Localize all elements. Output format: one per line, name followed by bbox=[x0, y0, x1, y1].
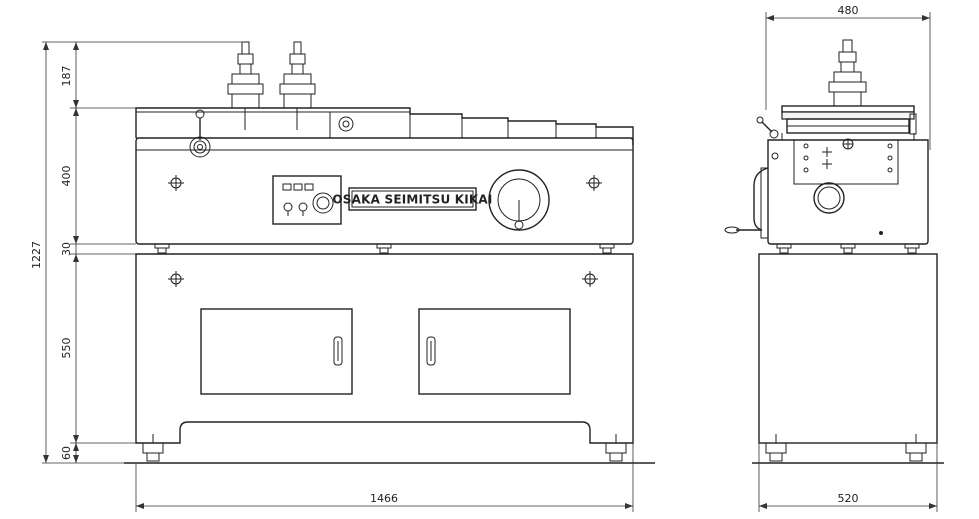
side-body bbox=[724, 133, 929, 245]
front-mid-pads bbox=[154, 243, 615, 254]
front-vertical-dimensions: 1227 187 400 30 550 60 bbox=[30, 41, 244, 464]
side-top-plate bbox=[756, 105, 917, 139]
dim-side-base-width: 520 bbox=[838, 492, 859, 505]
dim-cabinet-height: 550 bbox=[60, 338, 73, 359]
front-cabinet bbox=[135, 253, 634, 444]
side-mid-pads bbox=[776, 243, 920, 254]
dim-top-height: 187 bbox=[60, 66, 73, 87]
cabinet-bolt-right bbox=[582, 271, 598, 287]
bolt-right bbox=[586, 175, 602, 191]
side-base-dimension: 520 bbox=[758, 443, 938, 512]
brand-label: OSAKA SEIMITSU KIKAI bbox=[332, 193, 492, 207]
control-panel bbox=[272, 175, 342, 225]
dim-base-height: 60 bbox=[60, 446, 73, 460]
spindle-right bbox=[279, 41, 316, 130]
front-width-dimension: 1466 bbox=[135, 443, 634, 512]
front-view: OSAKA SEIMITSU KIKAI bbox=[30, 41, 655, 512]
side-feet bbox=[765, 434, 927, 462]
side-plate-bolts bbox=[803, 143, 893, 173]
front-feet bbox=[142, 434, 627, 462]
main-body: OSAKA SEIMITSU KIKAI bbox=[135, 137, 634, 245]
side-view: 480 bbox=[724, 4, 944, 512]
side-spindle bbox=[828, 39, 867, 107]
cabinet-bolt-left bbox=[168, 271, 184, 287]
bolt-left bbox=[168, 175, 184, 191]
cabinet-door-left[interactable] bbox=[200, 308, 353, 395]
dim-side-top-width: 480 bbox=[838, 4, 859, 17]
dim-gap-height: 30 bbox=[60, 242, 73, 256]
spindle-left bbox=[227, 41, 264, 130]
brand-plate: OSAKA SEIMITSU KIKAI bbox=[332, 187, 492, 211]
side-top-dimension: 480 bbox=[765, 4, 931, 150]
circular-port bbox=[488, 169, 550, 231]
dim-total-height: 1227 bbox=[30, 241, 43, 269]
dim-upper-height: 400 bbox=[60, 166, 73, 187]
cabinet-door-right[interactable] bbox=[418, 308, 571, 395]
dim-front-width: 1466 bbox=[370, 492, 398, 505]
side-cabinet bbox=[758, 253, 938, 444]
